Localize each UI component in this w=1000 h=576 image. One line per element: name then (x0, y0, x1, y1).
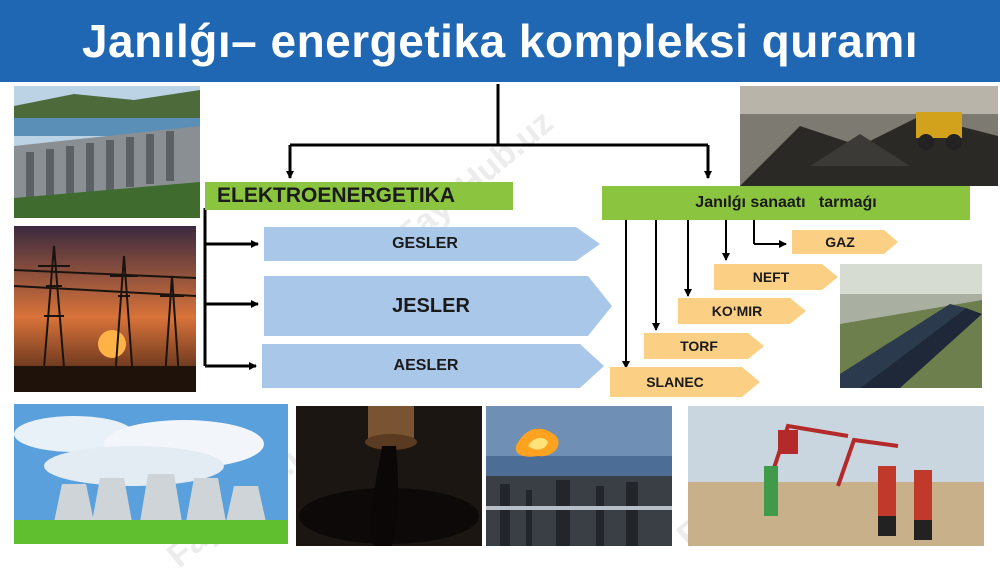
cooling-towers-photo (14, 404, 288, 544)
gesler-arrow-box: GESLER (264, 227, 600, 261)
pipeline-photo (840, 264, 982, 388)
torf-arrow-box: TORF (644, 333, 764, 359)
oil-pumpjacks-workers-photo (688, 406, 984, 546)
janilgi-sanaati-text: Janılǵı sanaatı tarmaǵı (695, 194, 877, 211)
jesler-arrow-box: JESLER (264, 276, 612, 336)
aesler-label: AESLER (393, 357, 459, 374)
slanec-arrow-box: SLANEC (610, 367, 760, 397)
power-lines-sunset-photo (14, 226, 196, 392)
neft-label: NEFT (752, 269, 790, 285)
aesler-arrow-box: AESLER (262, 344, 604, 388)
gaz-arrow-box: GAZ (792, 230, 898, 254)
page-title: Janılǵı– energetika kompleksi quramı (81, 15, 919, 67)
gas-flare-refinery-photo (486, 406, 672, 546)
elektroenergetika-label: ELEKTROENERGETIKA (205, 182, 513, 210)
gaz-label: GAZ (825, 234, 855, 250)
gesler-label: GESLER (392, 235, 458, 252)
slanec-label: SLANEC (646, 374, 704, 390)
neft-arrow-box: NEFT (714, 264, 838, 290)
komir-label: KO‘MIR (711, 303, 763, 319)
elektroenergetika-text: ELEKTROENERGETIKA (217, 184, 456, 207)
hydro-dam-photo (14, 86, 200, 218)
torf-label: TORF (680, 338, 718, 354)
jesler-label: JESLER (392, 294, 470, 317)
janilgi-sanaati-label: Janılǵı sanaatı tarmaǵı (602, 186, 970, 220)
oil-drip-photo (296, 406, 482, 546)
title-bar: Janılǵı– energetika kompleksi quramı (0, 0, 1000, 82)
komir-arrow-box: KO‘MIR (678, 298, 806, 324)
coal-mining-photo (740, 86, 998, 186)
